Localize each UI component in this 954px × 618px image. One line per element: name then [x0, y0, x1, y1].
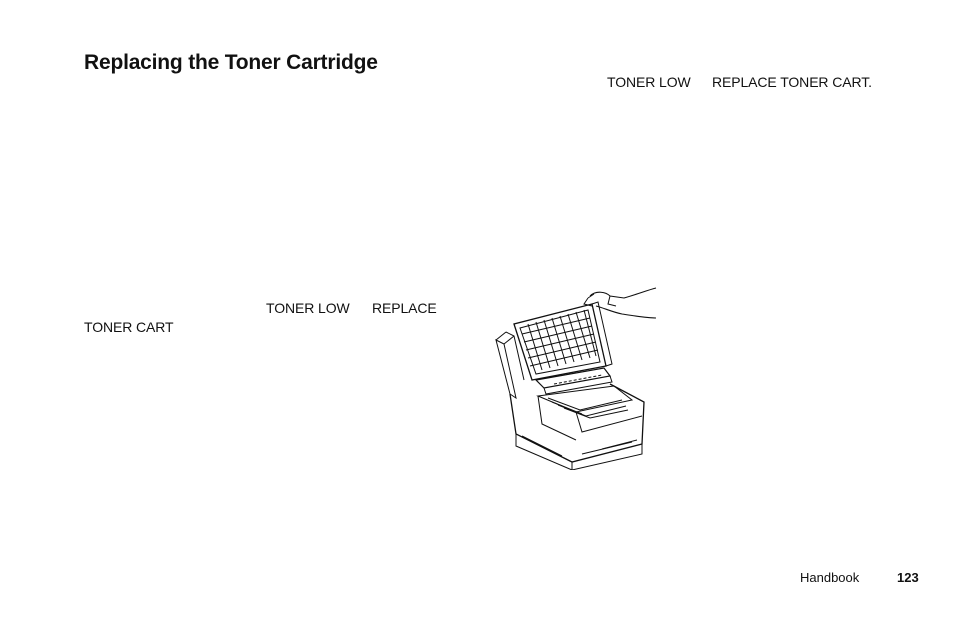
display-message-replace-toner-cart: REPLACE TONER CART. — [712, 74, 872, 90]
display-message-toner-low: TONER LOW — [607, 74, 691, 90]
body-message-toner-cart: TONER CART — [84, 319, 174, 335]
page-title: Replacing the Toner Cartridge — [84, 51, 378, 74]
body-message-toner-low: TONER LOW — [266, 300, 350, 316]
page-number: 123 — [897, 570, 919, 585]
printer-open-cover-illustration — [495, 287, 657, 470]
footer-handbook-label: Handbook — [800, 570, 860, 585]
body-message-replace: REPLACE — [372, 300, 437, 316]
